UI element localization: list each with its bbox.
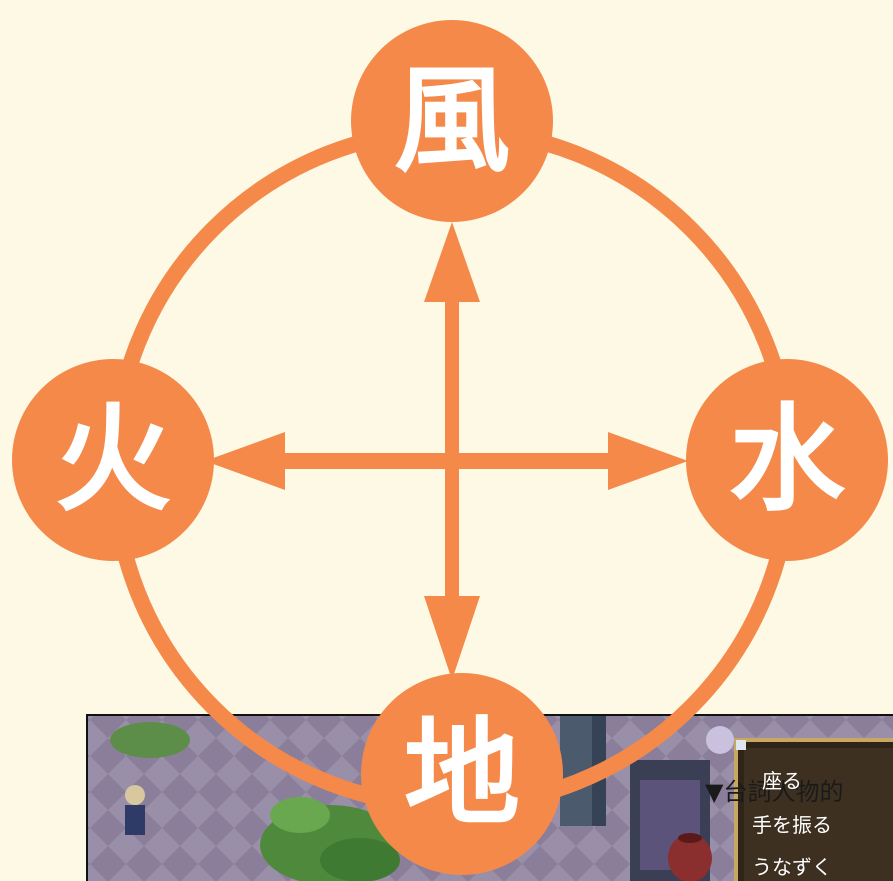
dialog-overlay-text: ▼台詞人物的	[705, 778, 843, 806]
node-water-label: 水	[729, 393, 846, 528]
arrow-horizontal	[205, 432, 688, 490]
menu-item-sit: 座る	[762, 769, 802, 793]
node-fire-label: 火	[55, 393, 171, 528]
node-wind-label: 風	[394, 54, 510, 189]
node-water: 水	[686, 359, 888, 561]
node-fire: 火	[12, 359, 214, 561]
node-wind: 風	[351, 20, 553, 222]
arrow-vertical	[424, 222, 480, 680]
menu-item-nod: うなずく	[752, 855, 832, 879]
node-earth: 地	[361, 673, 563, 875]
command-menu	[734, 738, 893, 881]
node-earth-label: 地	[404, 707, 520, 842]
pot-icon	[668, 834, 712, 881]
menu-item-wave: 手を振る	[752, 813, 832, 837]
